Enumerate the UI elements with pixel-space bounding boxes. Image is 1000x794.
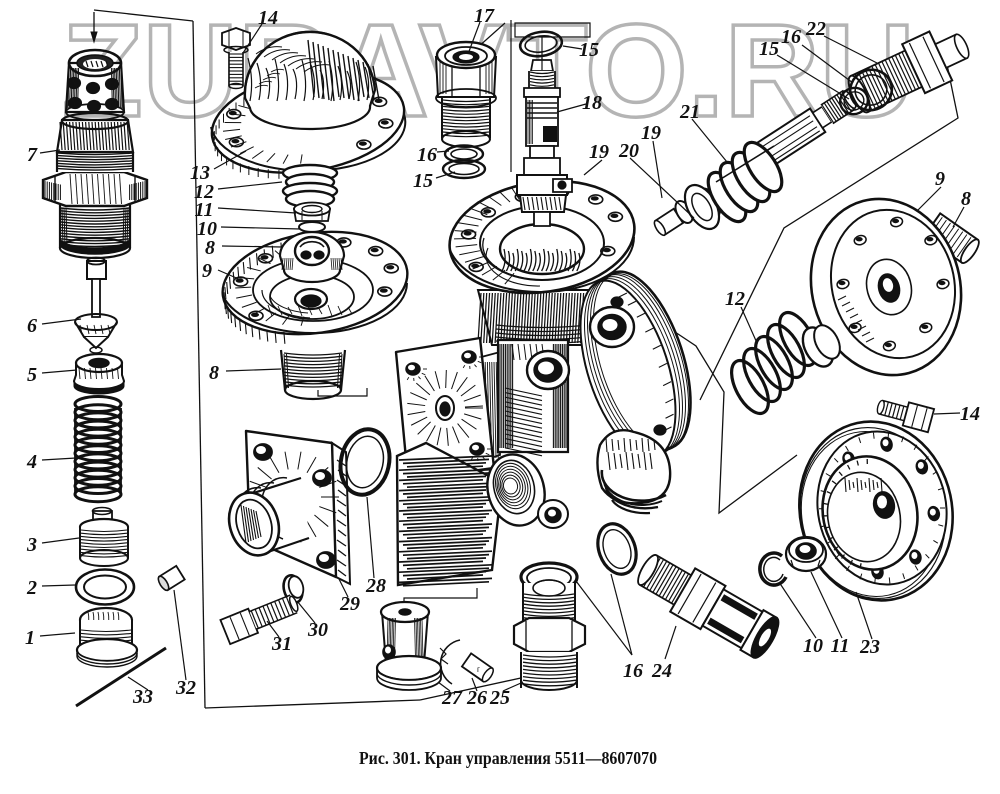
svg-text:22: 22 — [805, 18, 826, 40]
svg-text:25: 25 — [489, 687, 510, 709]
svg-text:24: 24 — [651, 660, 672, 682]
svg-text:32: 32 — [175, 677, 196, 699]
svg-text:8: 8 — [205, 237, 215, 259]
svg-text:16: 16 — [623, 660, 643, 682]
svg-text:28: 28 — [365, 575, 386, 597]
svg-text:20: 20 — [618, 140, 639, 162]
svg-text:3: 3 — [26, 534, 37, 556]
svg-text:15: 15 — [579, 39, 599, 61]
svg-text:7: 7 — [27, 144, 38, 166]
svg-text:Рис. 301. Кран управления 5511: Рис. 301. Кран управления 5511—8607070 — [359, 748, 657, 768]
svg-text:21: 21 — [679, 101, 700, 123]
svg-text:15: 15 — [759, 38, 779, 60]
svg-text:9: 9 — [935, 168, 945, 190]
svg-text:19: 19 — [589, 141, 609, 163]
svg-text:19: 19 — [641, 122, 661, 144]
svg-text:27: 27 — [441, 687, 463, 709]
svg-text:11: 11 — [831, 635, 850, 657]
svg-text:2: 2 — [26, 577, 37, 599]
svg-text:6: 6 — [27, 315, 37, 337]
svg-text:26: 26 — [466, 687, 487, 709]
svg-text:30: 30 — [307, 619, 328, 641]
svg-text:15: 15 — [413, 170, 433, 192]
svg-text:23: 23 — [859, 636, 880, 658]
svg-text:31: 31 — [271, 633, 292, 655]
svg-text:9: 9 — [202, 260, 212, 282]
svg-text:14: 14 — [258, 7, 278, 29]
svg-text:29: 29 — [339, 593, 360, 615]
svg-text:1: 1 — [25, 627, 35, 649]
svg-text:8: 8 — [209, 362, 219, 384]
svg-text:4: 4 — [26, 451, 37, 473]
svg-text:16: 16 — [781, 26, 801, 48]
svg-text:г: г — [477, 665, 480, 674]
svg-text:16: 16 — [417, 144, 437, 166]
svg-text:18: 18 — [582, 92, 602, 114]
svg-text:10: 10 — [803, 635, 823, 657]
svg-text:12: 12 — [725, 288, 745, 310]
svg-text:8: 8 — [961, 188, 971, 210]
svg-text:5: 5 — [27, 364, 37, 386]
svg-text:17: 17 — [474, 5, 495, 27]
svg-text:14: 14 — [960, 403, 980, 425]
svg-text:33: 33 — [132, 686, 153, 708]
